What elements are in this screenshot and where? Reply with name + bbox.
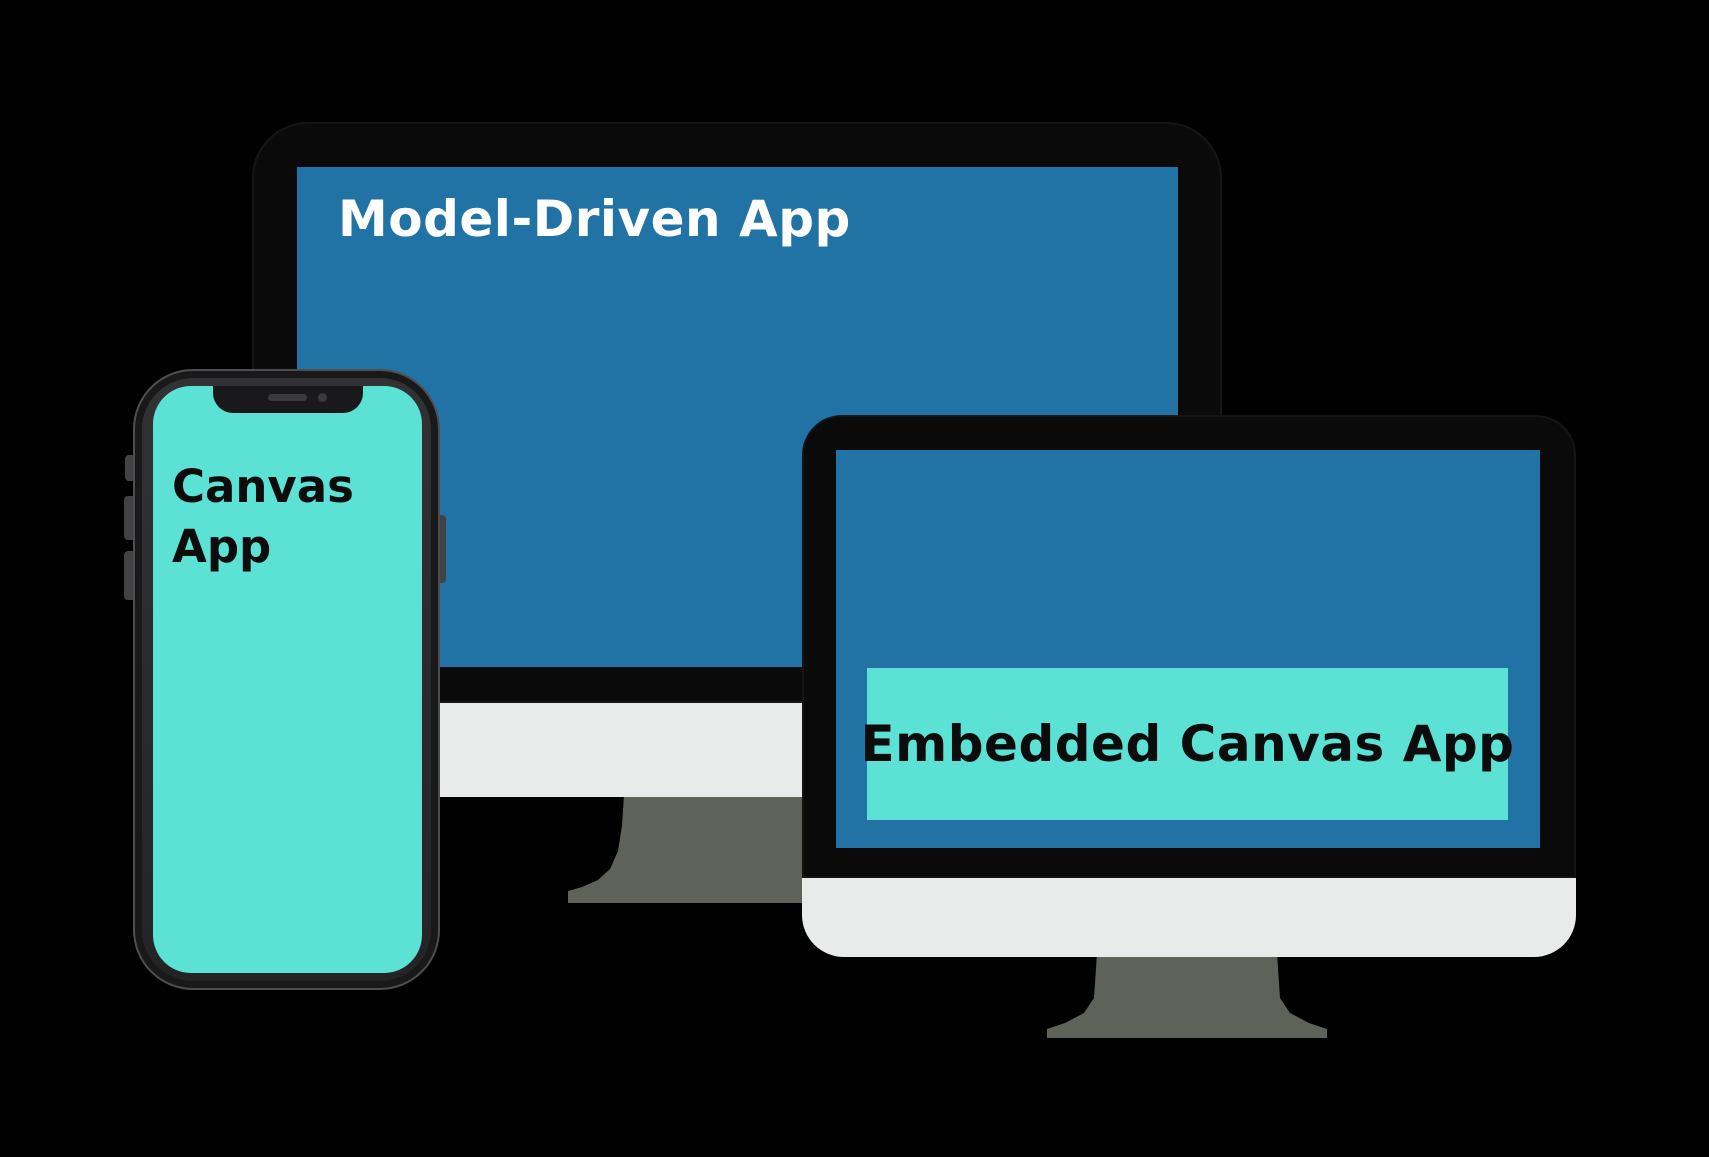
canvas-app-label-line1: Canvas <box>172 460 354 513</box>
phone-volume-down-button <box>124 551 135 600</box>
phone-screen <box>153 386 422 973</box>
embedded-canvas-panel: Embedded Canvas App <box>861 668 1514 820</box>
phone-camera-dot <box>318 393 327 402</box>
model-driven-app-label: Model-Driven App <box>338 190 851 248</box>
phone-power-button <box>436 515 446 583</box>
embedded-canvas-app-label: Embedded Canvas App <box>860 715 1515 773</box>
front-monitor-stand <box>1047 953 1327 1038</box>
front-monitor-chin <box>802 878 1576 957</box>
canvas-app-label-line2: App <box>172 520 272 573</box>
phone-speaker-grille <box>268 394 307 401</box>
phone-mute-switch <box>125 455 135 481</box>
phone-volume-up-button <box>124 496 135 540</box>
canvas-app-label: Canvas App <box>172 457 354 577</box>
